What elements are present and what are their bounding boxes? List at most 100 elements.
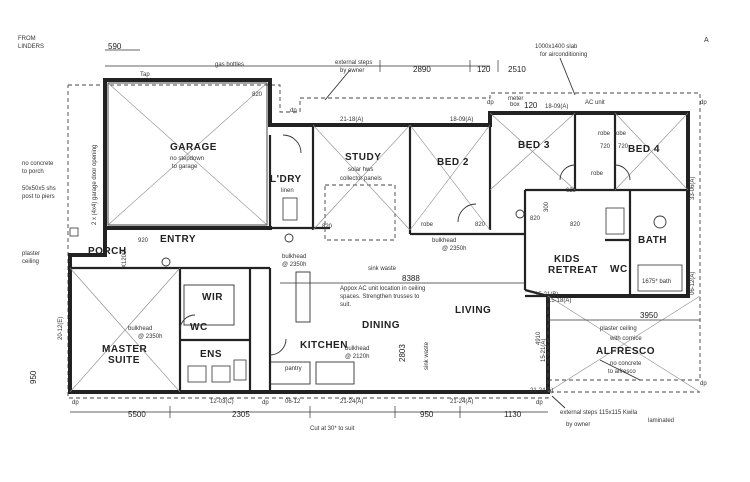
dim-120a: 120 xyxy=(477,65,491,74)
cut-note: Cut at 30* to suit xyxy=(310,426,355,432)
room-alfresco: ALFRESCO xyxy=(596,346,655,357)
dim-820e: 820 xyxy=(530,216,541,222)
room-bed4: BED 4 xyxy=(628,144,660,155)
dim-920: 920 xyxy=(138,238,149,244)
room-laundry: L'DRY xyxy=(270,174,302,185)
tag-t13: 21-24(A) xyxy=(530,388,553,394)
sink-waste-note: sink waste xyxy=(368,266,397,272)
room-bed2: BED 2 xyxy=(437,157,469,168)
dim-950a: 950 xyxy=(420,410,434,419)
no-concrete-note-2: to porch xyxy=(22,169,44,175)
room-entry: ENTRY xyxy=(160,234,196,245)
sink-waste-note-2: sink waste xyxy=(424,341,430,370)
dim-720b: 720 xyxy=(618,144,629,150)
room-wir: WIR xyxy=(202,292,223,303)
tag-t8: 06-12 xyxy=(285,399,301,405)
tag-t9: 20-12(E) xyxy=(58,317,64,340)
pantry-note: pantry xyxy=(285,366,302,372)
ext-steps-b: external steps 115x115 Kwila xyxy=(560,410,638,416)
shs-note-2: post to piers xyxy=(22,194,55,200)
solar-note-2: collector panels xyxy=(340,176,382,182)
dp-5: dp xyxy=(536,400,543,406)
meter-box-2: box xyxy=(510,102,520,108)
bulkhead-note-2: @ 2350h xyxy=(442,246,466,252)
ac-unit-note: AC unit xyxy=(585,100,605,106)
bulkhead-entry: bulkhead xyxy=(282,254,306,260)
ext-steps-note: external steps xyxy=(335,60,372,66)
bulkhead-kitchen: bulkhead xyxy=(345,346,369,352)
dim-820a: 820 xyxy=(252,92,263,98)
room-study: STUDY xyxy=(345,152,381,163)
roof-line xyxy=(67,84,701,399)
dim-820d: 820 xyxy=(570,222,581,228)
tag-t10: 06-12(A) xyxy=(690,272,696,295)
sheet-mark: A xyxy=(704,37,709,44)
tag-t14: 33-06(A) xyxy=(690,177,696,200)
dp-3: dp xyxy=(487,100,494,106)
dim-1130: 1130 xyxy=(504,410,522,419)
tap-note: Tap xyxy=(140,72,150,78)
no-concrete-note: no concrete xyxy=(22,161,54,167)
bulkhead-kitchen-2: @ 2120h xyxy=(345,354,369,360)
garage-note-2: to garage xyxy=(172,164,198,170)
room-bath: BATH xyxy=(638,235,667,246)
dim-2305: 2305 xyxy=(232,410,250,419)
solar-note: solar hws xyxy=(348,167,373,173)
tag-t1: 21-18(A) xyxy=(340,117,363,123)
room-wc-ens: WC xyxy=(190,322,208,333)
tag-t3: 18-09(A) xyxy=(545,104,568,110)
bulkhead-master: bulkhead xyxy=(128,326,152,332)
room-retreat: RETREAT xyxy=(548,265,598,276)
room-master: MASTER xyxy=(102,344,148,355)
gas-bottles-note: gas bottles xyxy=(215,62,244,68)
dp-1: dp xyxy=(72,400,79,406)
garage-outline xyxy=(107,82,268,226)
garage-door-note: 2 x (4x4) garage door opening xyxy=(92,145,98,225)
dim-8388: 8388 xyxy=(402,274,420,283)
dim-4910: 4910 xyxy=(536,331,542,345)
room-living: LIVING xyxy=(455,305,491,316)
room-ens: ENS xyxy=(200,349,222,360)
dp-6: dp xyxy=(262,400,269,406)
bulkhead-entry-2: @ 2350h xyxy=(282,262,306,268)
dim-2890: 2890 xyxy=(413,65,431,74)
dim-5500: 5500 xyxy=(128,410,146,419)
dim-2510: 2510 xyxy=(508,65,526,74)
dp-7: dp xyxy=(700,381,707,387)
alfresco-note-4: to alfresco xyxy=(608,369,636,375)
dim-629: 629 xyxy=(566,188,577,194)
dim-590: 590 xyxy=(108,42,122,51)
dim-950b: 950 xyxy=(29,370,38,384)
dp-2: dp xyxy=(290,108,297,114)
tag-t4: 15-18(A) xyxy=(548,298,571,304)
dim-2803: 2803 xyxy=(398,344,407,362)
bath-note: 1675* bath xyxy=(642,279,671,285)
robe-bed4: robe xyxy=(614,131,627,137)
robe-bed3b: robe xyxy=(591,171,604,177)
alfresco-note-3: no concrete xyxy=(610,361,642,367)
dim-300: 300 xyxy=(544,201,550,212)
meter-box: meter xyxy=(508,96,523,102)
dim-820b: 820 xyxy=(322,224,333,230)
room-bed3: BED 3 xyxy=(518,140,550,151)
tag-t6: 21-24(A) xyxy=(450,399,473,405)
room-kitchen: KITCHEN xyxy=(300,340,348,351)
ac-note: Appox AC unit location in ceiling xyxy=(340,286,425,292)
ext-steps-b-2: laminated xyxy=(648,418,674,424)
slab-note-2: for airconditioning xyxy=(540,52,587,58)
from-linders-note: FROM xyxy=(18,36,36,42)
tag-t5: 21-24(A) xyxy=(340,399,363,405)
room-dining: DINING xyxy=(362,320,400,331)
plaster-note: plaster xyxy=(22,251,40,257)
linen-note: linen xyxy=(281,188,294,194)
alfresco-note-2: with cornice xyxy=(609,336,642,342)
dim-120b: 120 xyxy=(524,101,538,110)
dim-1200: X1200 xyxy=(122,250,128,268)
alfresco-note: plaster ceiling xyxy=(600,326,637,332)
from-linders-note-2: LINDERS xyxy=(18,44,44,50)
dp-4: dp xyxy=(700,100,707,106)
room-suite: SUITE xyxy=(108,355,140,366)
dim-720a: 720 xyxy=(600,144,611,150)
ac-note-3: suit. xyxy=(340,302,351,308)
